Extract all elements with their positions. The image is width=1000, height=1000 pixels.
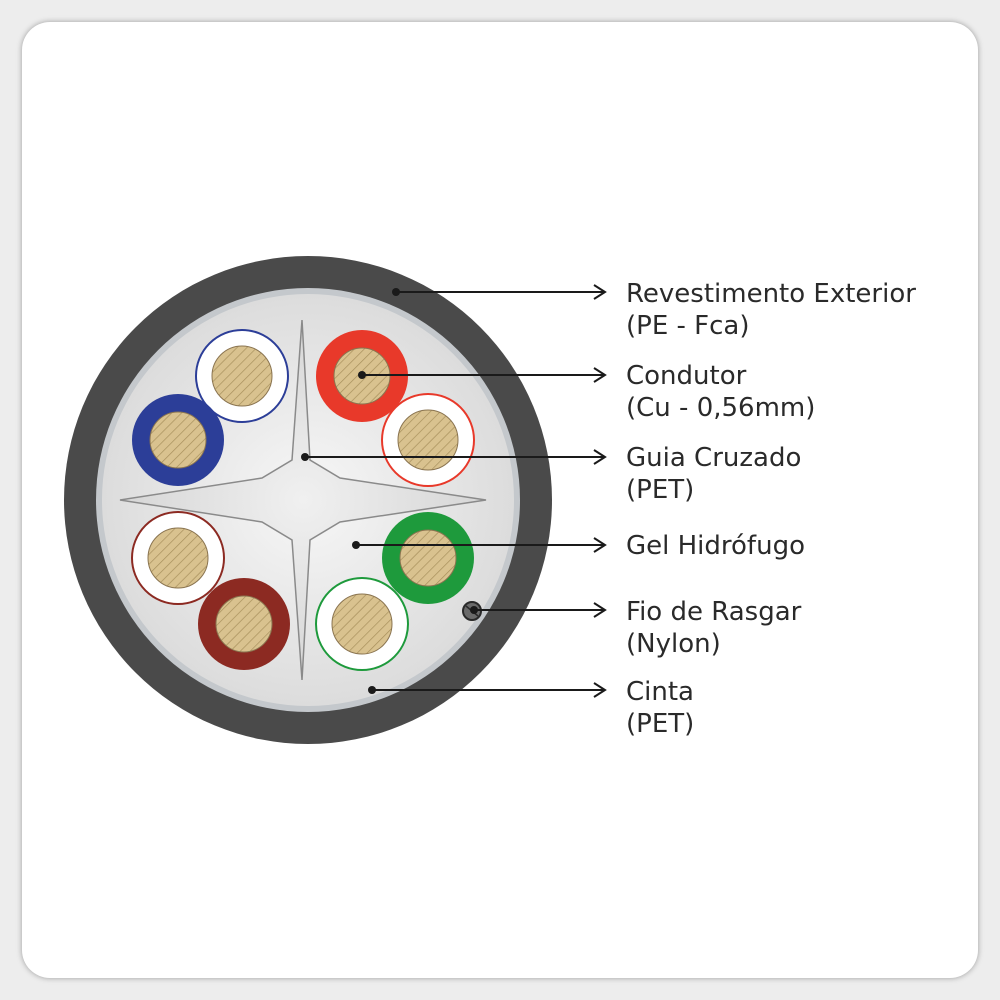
leader-gel: [352, 537, 607, 553]
leader-cross: [301, 449, 607, 465]
label-tape: Cinta (PET): [626, 676, 694, 740]
label-cross: Guia Cruzado (PET): [626, 442, 801, 506]
leader-conductor: [358, 367, 607, 383]
wire-white-red: [381, 393, 475, 487]
cross-separator: [119, 319, 487, 681]
label-jacket-material: (PE - Fca): [626, 311, 750, 341]
label-tape-material: (PET): [626, 709, 695, 739]
leader-ripcord: [470, 602, 607, 618]
label-cross-material: (PET): [626, 475, 695, 505]
label-gel: Gel Hidrófugo: [626, 530, 805, 562]
label-conductor-material: (Cu - 0,56mm): [626, 393, 816, 423]
label-cross-title: Guia Cruzado: [626, 443, 802, 473]
wire-blue: [132, 394, 224, 486]
label-tape-title: Cinta: [626, 677, 694, 707]
label-ripcord: Fio de Rasgar (Nylon): [626, 596, 801, 660]
wire-green: [382, 512, 474, 604]
wire-brown: [198, 578, 290, 670]
label-ripcord-material: (Nylon): [626, 629, 721, 659]
leader-tape: [368, 682, 607, 698]
label-conductor: Condutor (Cu - 0,56mm): [626, 360, 815, 424]
label-ripcord-title: Fio de Rasgar: [626, 597, 802, 627]
label-gel-title: Gel Hidrófugo: [626, 531, 805, 561]
label-jacket-title: Revestimento Exterior: [626, 279, 916, 309]
leader-jacket: [392, 284, 607, 300]
wire-white-brown: [131, 511, 225, 605]
label-conductor-title: Condutor: [626, 361, 747, 391]
wire-white-green: [315, 577, 409, 671]
wire-white-blue: [195, 329, 289, 423]
label-jacket: Revestimento Exterior (PE - Fca): [626, 278, 916, 342]
